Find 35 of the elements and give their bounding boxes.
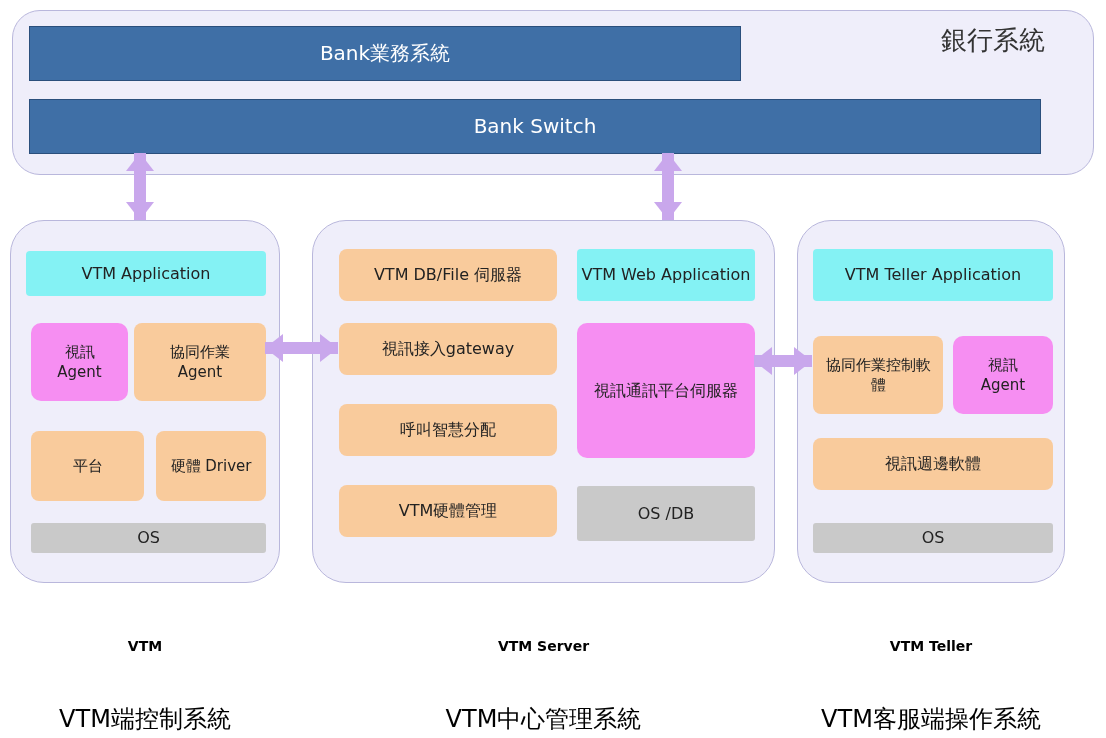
module-box: VTM DB/File 伺服器	[339, 249, 557, 301]
os-bar: OS /DB	[577, 486, 755, 541]
group-label: VTM Teller	[889, 638, 973, 654]
module-box: VTM Application	[26, 251, 266, 296]
module-box: 視訊接入gateway	[339, 323, 557, 375]
module-box: 視訊 Agent	[953, 336, 1053, 414]
group-caption: VTM中心管理系統	[445, 704, 642, 735]
module-box: VTM硬體管理	[339, 485, 557, 537]
group-caption: VTM客服端操作系統	[821, 704, 1041, 735]
panel-title: 銀行系統	[941, 24, 1045, 57]
double-arrow	[126, 153, 154, 220]
module-box: 平台	[31, 431, 144, 501]
module-box: 視訊通訊平台伺服器	[577, 323, 755, 458]
group-panel	[10, 220, 280, 583]
double-arrow	[265, 334, 338, 362]
os-bar: OS	[31, 523, 266, 553]
module-box: VTM Web Application	[577, 249, 755, 301]
os-bar: OS	[813, 523, 1053, 553]
system-panel	[12, 10, 1094, 175]
group-label: VTM Server	[497, 638, 590, 654]
module-box: 硬體 Driver	[156, 431, 266, 501]
group-panel	[797, 220, 1065, 583]
module-box: 協同作業控制軟體	[813, 336, 943, 414]
system-bar: Bank業務系統	[29, 26, 741, 81]
module-box: 協同作業 Agent	[134, 323, 266, 401]
group-label: VTM	[127, 638, 163, 654]
module-box: 視訊 Agent	[31, 323, 128, 401]
system-bar: Bank Switch	[29, 99, 1041, 154]
module-box: 呼叫智慧分配	[339, 404, 557, 456]
module-box: 視訊週邊軟體	[813, 438, 1053, 490]
double-arrow	[754, 347, 812, 375]
double-arrow	[654, 153, 682, 220]
group-caption: VTM端控制系統	[59, 704, 231, 735]
group-panel	[312, 220, 775, 583]
module-box: VTM Teller Application	[813, 249, 1053, 301]
